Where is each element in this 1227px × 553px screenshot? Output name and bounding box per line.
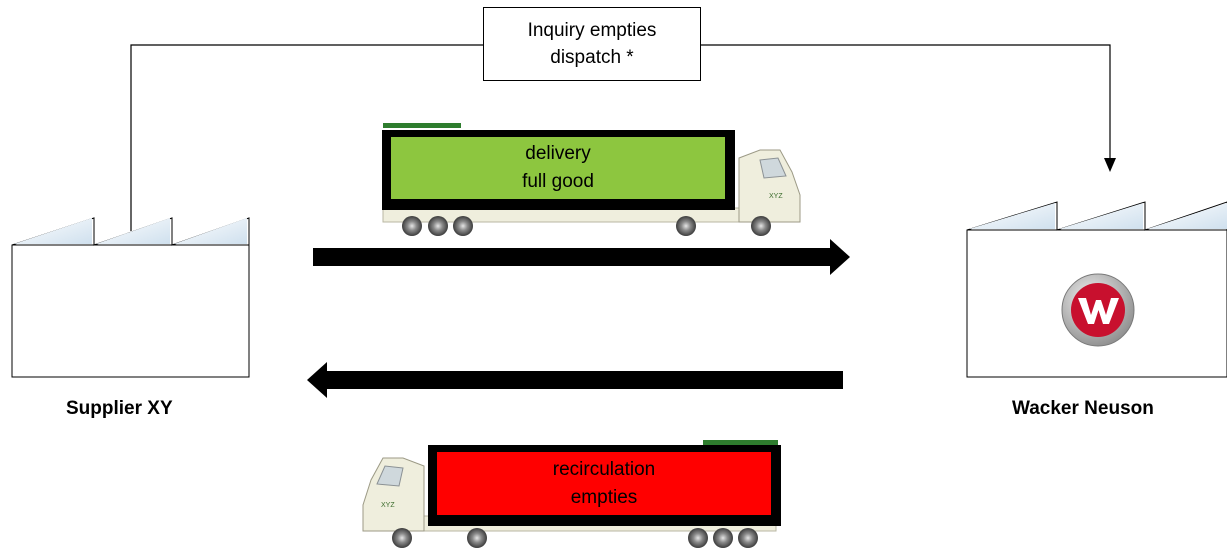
recirculation-line-1: recirculation [552, 458, 656, 480]
recirculation-truck: XYZ [362, 440, 781, 548]
supplier-factory [11, 217, 250, 378]
recirculation-cargo-panel [437, 452, 771, 515]
wheel-icon [676, 216, 696, 236]
wheel-icon [402, 216, 422, 236]
recirculation-label: recirculation empties [437, 452, 771, 515]
truck-side-text: XYZ [769, 193, 783, 200]
wheel-icon [713, 528, 733, 548]
arrow-right-icon [313, 239, 850, 275]
inquiry-connector [130, 44, 1116, 231]
delivery-line-1: delivery [525, 143, 591, 164]
wheel-icon [738, 528, 758, 548]
delivery-line-2: full good [522, 171, 594, 192]
delivery-truck: XYZ [382, 123, 801, 236]
truck-side-text: XYZ [381, 502, 395, 509]
delivery-label: delivery full good [391, 137, 725, 199]
wheel-icon [467, 528, 487, 548]
arrow-left-icon [307, 362, 843, 398]
wheel-icon [453, 216, 473, 236]
wacker-label: Wacker Neuson [1012, 398, 1154, 419]
wheel-icon [428, 216, 448, 236]
inquiry-line-1: Inquiry empties [527, 20, 657, 41]
wheel-icon [688, 528, 708, 548]
inquiry-line-2: dispatch * [550, 47, 634, 68]
supplier-label: Supplier XY [66, 398, 173, 419]
recirculation-line-2: empties [570, 486, 638, 508]
arrow-down-icon [1104, 158, 1116, 172]
wacker-neuson-logo [1061, 273, 1135, 347]
inquiry-box: Inquiry empties dispatch * [483, 7, 701, 81]
delivery-cargo-panel [391, 137, 725, 199]
wheel-icon [751, 216, 771, 236]
wheel-icon [392, 528, 412, 548]
